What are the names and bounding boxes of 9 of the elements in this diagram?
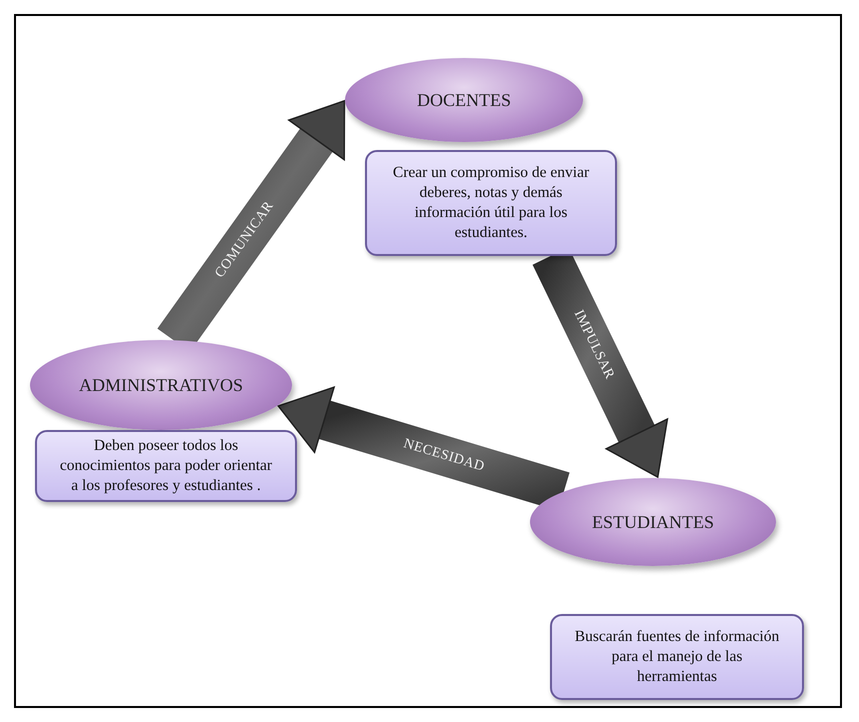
role-title: ADMINISTRATIVOS xyxy=(78,374,243,396)
description-text: Deben poseer todos los conocimientos para poder orientar a los profesores y estudiantes . xyxy=(59,436,273,496)
description-box xyxy=(35,430,297,502)
description-text: Crear un compromiso de enviar deberes, notas y demás información útil para los estudiantes. xyxy=(392,162,590,244)
description-box xyxy=(365,150,617,256)
role-title: DOCENTES xyxy=(417,90,511,110)
role-title: ESTUDIANTES xyxy=(592,512,714,532)
description-text: Buscarán fuentes de información para el manejo de las herramientas xyxy=(574,626,780,688)
description-box xyxy=(550,614,804,700)
